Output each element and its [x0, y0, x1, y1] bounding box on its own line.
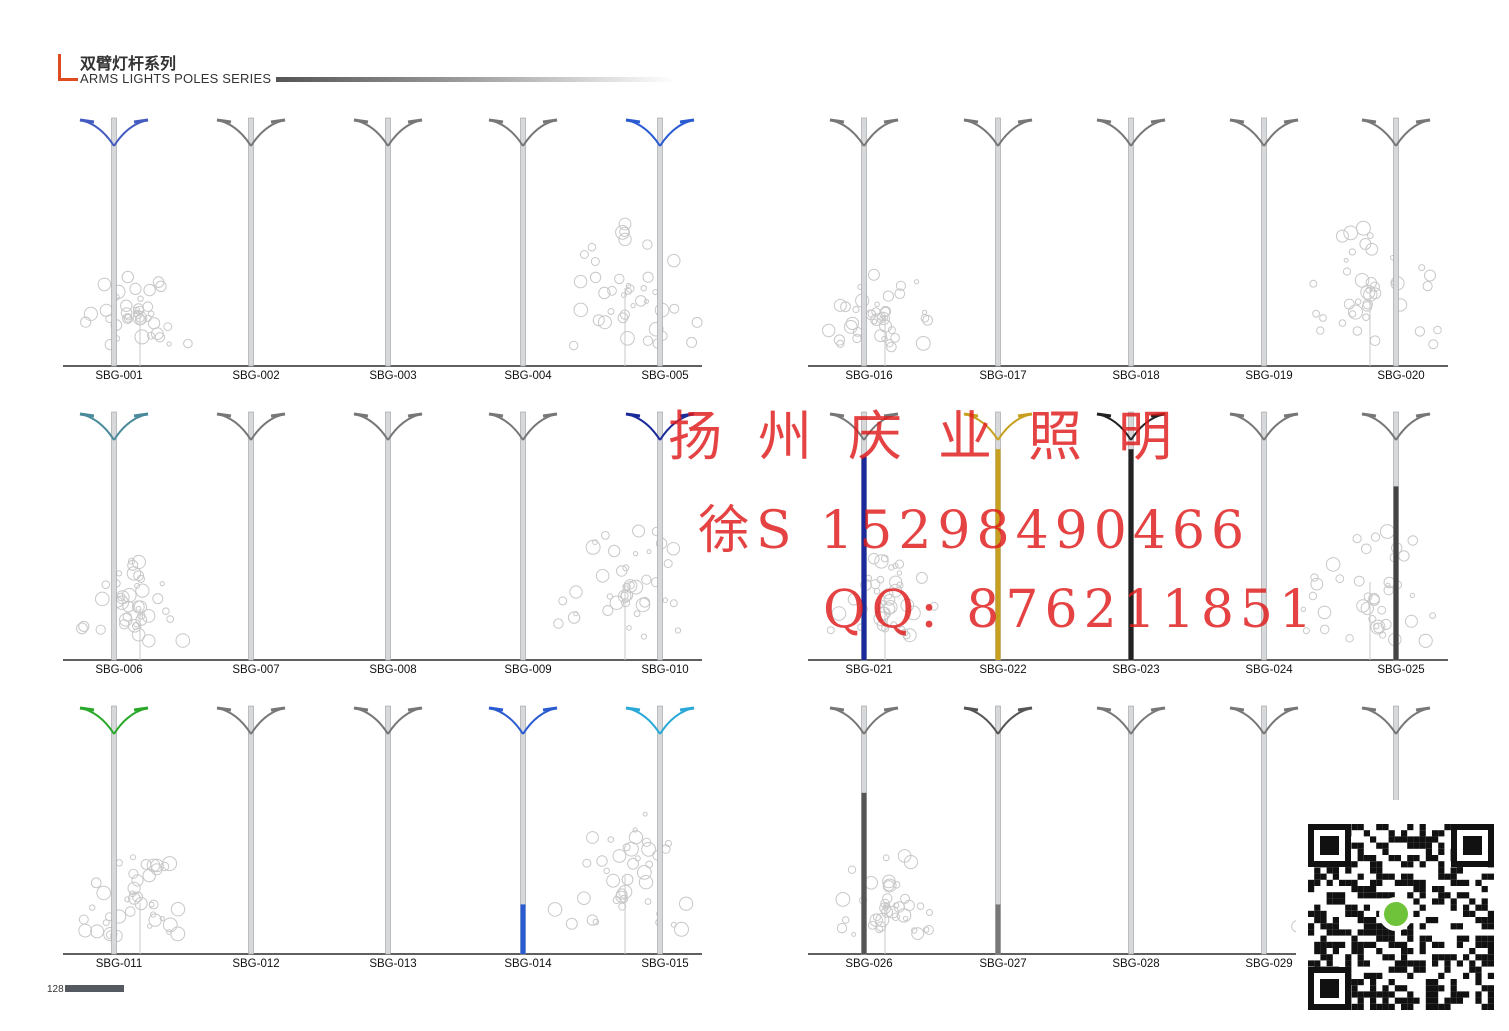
pole-model-label: SBG-001: [79, 370, 159, 382]
pole-model-label: SBG-016: [829, 370, 909, 382]
watermark-qq: QQ: 876211851: [823, 580, 1318, 640]
pole-sbg-015: [626, 706, 694, 954]
pole-model-label: SBG-004: [488, 370, 568, 382]
pole-model-label: SBG-002: [216, 370, 296, 382]
pole-sbg-029: [1230, 706, 1298, 954]
pole-sbg-017: [964, 118, 1032, 366]
pole-model-label: SBG-018: [1096, 370, 1176, 382]
tree-right-row1-small: [823, 269, 933, 366]
qr-code: [1296, 800, 1509, 1020]
tree-left-row1-small: [81, 271, 193, 366]
pole-sbg-011: [80, 706, 148, 954]
pole-model-label: SBG-006: [79, 664, 159, 676]
pole-sbg-020: [1362, 118, 1430, 366]
pole-model-label: SBG-021: [829, 664, 909, 676]
pole-model-label: SBG-014: [488, 958, 568, 970]
pole-model-label: SBG-020: [1361, 370, 1441, 382]
pole-model-label: SBG-010: [625, 664, 705, 676]
pole-sbg-028: [1097, 706, 1165, 954]
page-number-left: 128: [47, 984, 64, 995]
pole-model-label: SBG-012: [216, 958, 296, 970]
pole-sbg-027: [964, 706, 1032, 954]
tree-right-row3-small: [836, 850, 933, 954]
tree-right-row2-large: [1301, 525, 1435, 660]
tree-left-row2-small: [77, 555, 190, 660]
watermark-company: 扬州庆业照明: [668, 392, 1208, 471]
pole-model-label: SBG-017: [963, 370, 1043, 382]
pole-model-label: SBG-028: [1096, 958, 1176, 970]
pole-model-label: SBG-015: [625, 958, 705, 970]
pole-model-label: SBG-022: [963, 664, 1043, 676]
tree-left-row3-large: [548, 812, 693, 954]
pole-sbg-009: [489, 412, 557, 660]
pole-model-label: SBG-023: [1096, 664, 1176, 676]
watermark-phone: 徐S 15298490466: [698, 488, 1250, 563]
pole-model-label: SBG-025: [1361, 664, 1441, 676]
pole-model-label: SBG-007: [216, 664, 296, 676]
pole-sbg-012: [217, 706, 285, 954]
pole-model-label: SBG-013: [353, 958, 433, 970]
pole-model-label: SBG-008: [353, 664, 433, 676]
tree-left-row3-small: [79, 855, 185, 954]
tree-right-row1-large: [1310, 221, 1441, 366]
pole-sbg-001: [80, 118, 148, 366]
qr-code-icon: [1296, 800, 1509, 1020]
pole-model-label: SBG-005: [625, 370, 705, 382]
tree-left-row1-large: [570, 218, 703, 366]
pole-sbg-002: [217, 118, 285, 366]
pole-model-label: SBG-026: [829, 958, 909, 970]
page-bar-left: [65, 985, 124, 992]
pole-sbg-019: [1230, 118, 1298, 366]
pole-model-label: SBG-009: [488, 664, 568, 676]
pole-sbg-003: [354, 118, 422, 366]
pole-sbg-014: [489, 706, 557, 954]
pole-sbg-007: [217, 412, 285, 660]
pole-sbg-004: [489, 118, 557, 366]
pole-sbg-005: [626, 118, 694, 366]
pole-model-label: SBG-024: [1229, 664, 1309, 676]
pole-sbg-018: [1097, 118, 1165, 366]
pole-model-label: SBG-027: [963, 958, 1043, 970]
pole-model-label: SBG-011: [79, 958, 159, 970]
pole-sbg-016: [830, 118, 898, 366]
pole-sbg-008: [354, 412, 422, 660]
pole-model-label: SBG-003: [353, 370, 433, 382]
pole-sbg-013: [354, 706, 422, 954]
pole-model-label: SBG-019: [1229, 370, 1309, 382]
